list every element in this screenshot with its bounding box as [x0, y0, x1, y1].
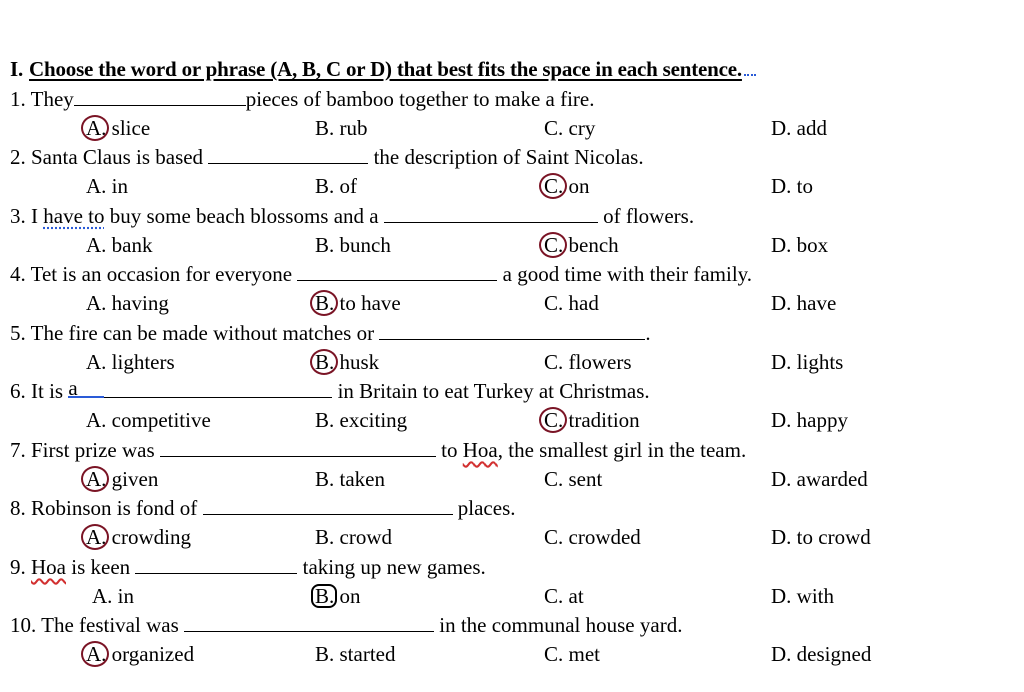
option-a: A. competitive	[86, 408, 211, 432]
answer-blank	[208, 145, 369, 164]
answer-blank	[297, 262, 498, 281]
option-a-circled: A. given	[80, 466, 159, 492]
options-8: A. crowding B. crowd C. crowded D. to cr…	[0, 524, 1024, 550]
section-instructions: Choose the word or phrase (A, B, C or D)…	[29, 57, 742, 81]
answer-blank	[379, 321, 646, 340]
option-c-circled: C. bench	[539, 232, 619, 258]
option-d: D. to crowd	[771, 525, 871, 549]
options-1: A. slice B. rub C. cry D. add	[0, 115, 1024, 141]
option-a: A. in	[86, 174, 128, 198]
option-b-circled: B. husk	[309, 349, 380, 375]
options-3: A. bank B. bunch C. bench D. box	[0, 232, 1024, 258]
answer-blank-filled: a	[68, 376, 333, 400]
answer-blank	[184, 613, 434, 632]
option-a: A. bank	[86, 233, 153, 257]
option-a-circled: A. crowding	[81, 524, 191, 550]
question-3: 3. I have to buy some beach blossoms and…	[10, 204, 695, 228]
grammar-mark	[743, 72, 756, 76]
section-heading: I.Choose the word or phrase (A, B, C or …	[10, 57, 756, 82]
option-b-boxed: B. on	[311, 584, 361, 608]
option-a: A. lighters	[86, 350, 175, 374]
option-c: C. had	[544, 291, 599, 315]
spellcheck-flagged-word: Hoa	[462, 438, 498, 462]
question-8: 8. Robinson is fond of places.	[10, 496, 516, 520]
question-4: 4. Tet is an occasion for everyone a goo…	[10, 262, 753, 286]
option-b: B. bunch	[315, 233, 391, 257]
option-d: D. awarded	[771, 467, 868, 491]
option-c-circled: C. on	[539, 173, 590, 199]
options-6: A. competitive B. exciting C. tradition …	[0, 407, 1024, 433]
option-d: D. have	[771, 291, 837, 315]
option-b: B. rub	[315, 116, 368, 140]
option-a-circled: A. slice	[80, 115, 151, 141]
option-c: C. sent	[544, 467, 603, 491]
option-b: B. of	[315, 174, 357, 198]
option-a: A. in	[92, 584, 134, 608]
options-5: A. lighters B. husk C. flowers D. lights	[0, 349, 1024, 375]
option-d: D. lights	[771, 350, 844, 374]
option-c: C. met	[544, 642, 600, 666]
option-d: D. box	[771, 233, 829, 257]
fill-underline	[68, 396, 105, 398]
option-d: D. with	[771, 584, 834, 608]
options-4: A. having B. to have C. had D. have	[0, 290, 1024, 316]
option-d: D. happy	[771, 408, 848, 432]
option-d: D. add	[771, 116, 827, 140]
answer-blank	[159, 438, 436, 457]
options-2: A. in B. of C. on D. to	[0, 173, 1024, 199]
spellcheck-flagged-word: Hoa	[31, 555, 66, 579]
option-c: C. cry	[544, 116, 596, 140]
option-d: D. to	[771, 174, 813, 198]
option-c: C. flowers	[544, 350, 632, 374]
options-10: A. organized B. started C. met D. design…	[0, 641, 1024, 667]
option-a: A. having	[86, 291, 169, 315]
handwritten-fill: a	[68, 376, 78, 400]
question-5: 5. The fire can be made without matches …	[10, 321, 651, 345]
option-b: B. started	[315, 642, 396, 666]
option-b-circled: B. to have	[310, 290, 401, 316]
option-c: C. at	[544, 584, 584, 608]
question-10: 10. The festival was in the communal hou…	[10, 613, 683, 637]
option-b: B. crowd	[315, 525, 392, 549]
answer-blank	[383, 204, 598, 223]
question-9: 9. Hoa is keen taking up new games.	[10, 555, 486, 579]
section-number: I.	[10, 57, 24, 81]
option-b: B. exciting	[315, 408, 408, 432]
answer-blank	[73, 87, 246, 106]
question-6: 6. It is a in Britain to eat Turkey at C…	[10, 376, 650, 403]
option-c-circled: C. tradition	[539, 407, 640, 433]
answer-blank	[202, 496, 453, 515]
answer-blank	[135, 555, 298, 574]
option-c: C. crowded	[544, 525, 641, 549]
options-9: A. in B. on C. at D. with	[0, 583, 1024, 609]
option-a-circled: A. organized	[80, 641, 195, 667]
option-b: B. taken	[315, 467, 385, 491]
option-d: D. designed	[771, 642, 872, 666]
options-7: A. given B. taken C. sent D. awarded	[0, 466, 1024, 492]
question-7: 7. First prize was to Hoa, the smallest …	[10, 438, 747, 462]
question-2: 2. Santa Claus is based the description …	[10, 145, 644, 169]
grammar-flagged-phrase: have to	[43, 204, 105, 228]
